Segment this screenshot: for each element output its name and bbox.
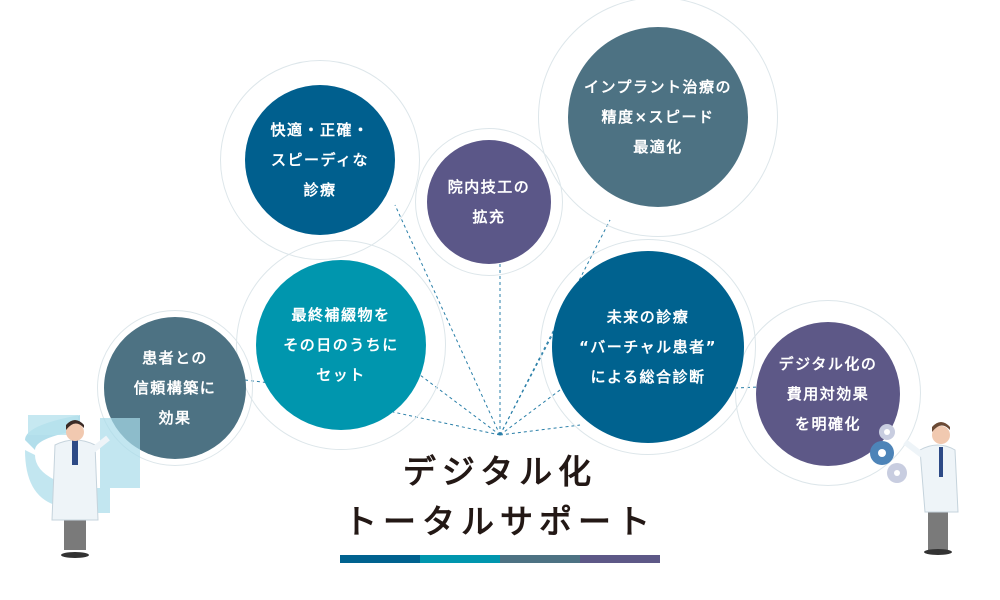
bubble-line: “バーチャル患者”	[578, 338, 718, 356]
bubble-line: その日のうちに	[283, 336, 399, 354]
gears-icon	[870, 424, 907, 483]
bubble-line: を明確化	[794, 415, 861, 433]
connector-virtual-3	[499, 424, 581, 436]
bubble-line: 精度×スピード	[601, 108, 715, 126]
title-line-1: デジタル化	[402, 452, 598, 491]
bubble-line: 費用対効果	[786, 385, 870, 403]
doctor-presenting-illustration	[903, 422, 959, 555]
bubble-line: 患者との	[142, 349, 208, 367]
bubble-in-house-lab: 院内技工の 拡充	[427, 140, 551, 264]
ring-trust	[97, 310, 253, 466]
bubble-line: 診療	[303, 181, 337, 199]
color-bar-segment	[340, 555, 420, 563]
color-bar-segment	[500, 555, 580, 563]
bubble-line: 信頼構築に	[133, 379, 217, 397]
connector-virtual-2	[499, 389, 561, 436]
doctor-hologram-illustration	[25, 415, 140, 558]
bubble-line: 快適・正確・	[270, 121, 370, 139]
bubble-line: セット	[316, 366, 366, 384]
ring-implant	[538, 0, 778, 237]
bubble-line: インプラント治療の	[583, 78, 733, 96]
bubble-line: 効果	[158, 409, 192, 427]
ring-lab	[415, 128, 563, 276]
color-bar-segment	[420, 555, 500, 563]
bubble-line: による総合診断	[590, 368, 706, 386]
connector-sameday-1	[419, 374, 501, 436]
bubble-line: デジタル化の	[778, 355, 878, 373]
bubble-cost-effectiveness: デジタル化の 費用対効果 を明確化	[756, 322, 900, 466]
bubble-line: 拡充	[472, 208, 506, 226]
bubble-line: 最適化	[633, 138, 683, 156]
bubble-virtual-patient: 未来の診療 “バーチャル患者” による総合診断	[552, 251, 744, 443]
bubble-line: 院内技工の	[447, 178, 531, 196]
ring-cost	[735, 300, 921, 486]
bubble-implant-optimization: インプラント治療の 精度×スピード 最適化	[568, 27, 748, 207]
connector-comfort	[394, 204, 501, 436]
bubble-line: 未来の診療	[606, 308, 690, 326]
color-bar-segment	[580, 555, 660, 563]
bubble-line: 最終補綴物を	[291, 306, 391, 324]
bubble-comfortable-accurate-speedy: 快適・正確・ スピーディな 診療	[245, 85, 395, 235]
title-line-2: トータルサポート	[344, 502, 656, 541]
bubble-line: スピーディな	[271, 151, 369, 169]
bubble-same-day-prosthesis: 最終補綴物を その日のうちに セット	[256, 260, 426, 430]
